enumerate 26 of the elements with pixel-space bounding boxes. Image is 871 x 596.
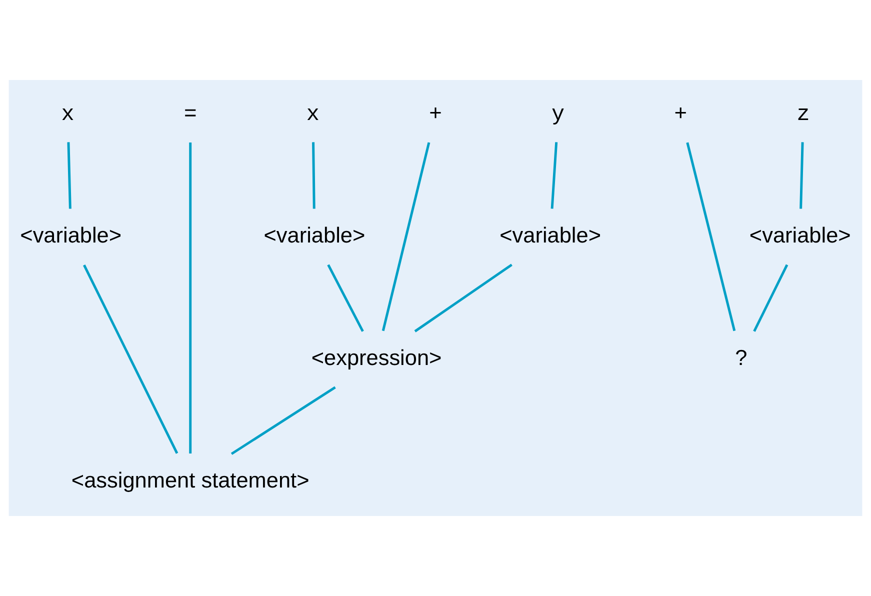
connector: [67, 142, 72, 209]
connector: [686, 142, 736, 332]
connector: [382, 142, 430, 332]
node-text: y: [552, 102, 565, 127]
connector: [800, 142, 804, 209]
node-text: x: [61, 102, 74, 127]
node-text: z: [796, 102, 810, 127]
node-text: <variable>: [500, 222, 602, 248]
node-text: <variable>: [20, 222, 122, 248]
node-text: +: [674, 102, 688, 127]
connector: [312, 142, 316, 209]
node-text: x: [306, 102, 320, 127]
connector: [550, 142, 558, 209]
connector: [414, 264, 512, 332]
connector: [230, 386, 336, 455]
node-text: +: [428, 102, 442, 127]
connector: [83, 264, 178, 454]
connector: [189, 142, 192, 454]
connector: [327, 264, 364, 332]
node-text: <variable>: [749, 222, 851, 248]
node-text: <expression>: [311, 345, 442, 370]
node-text: ?: [735, 345, 748, 370]
connector: [753, 264, 788, 332]
node-text: <variable>: [264, 222, 366, 248]
node-text: =: [184, 102, 197, 127]
node-text: <assignment statement>: [71, 468, 310, 493]
